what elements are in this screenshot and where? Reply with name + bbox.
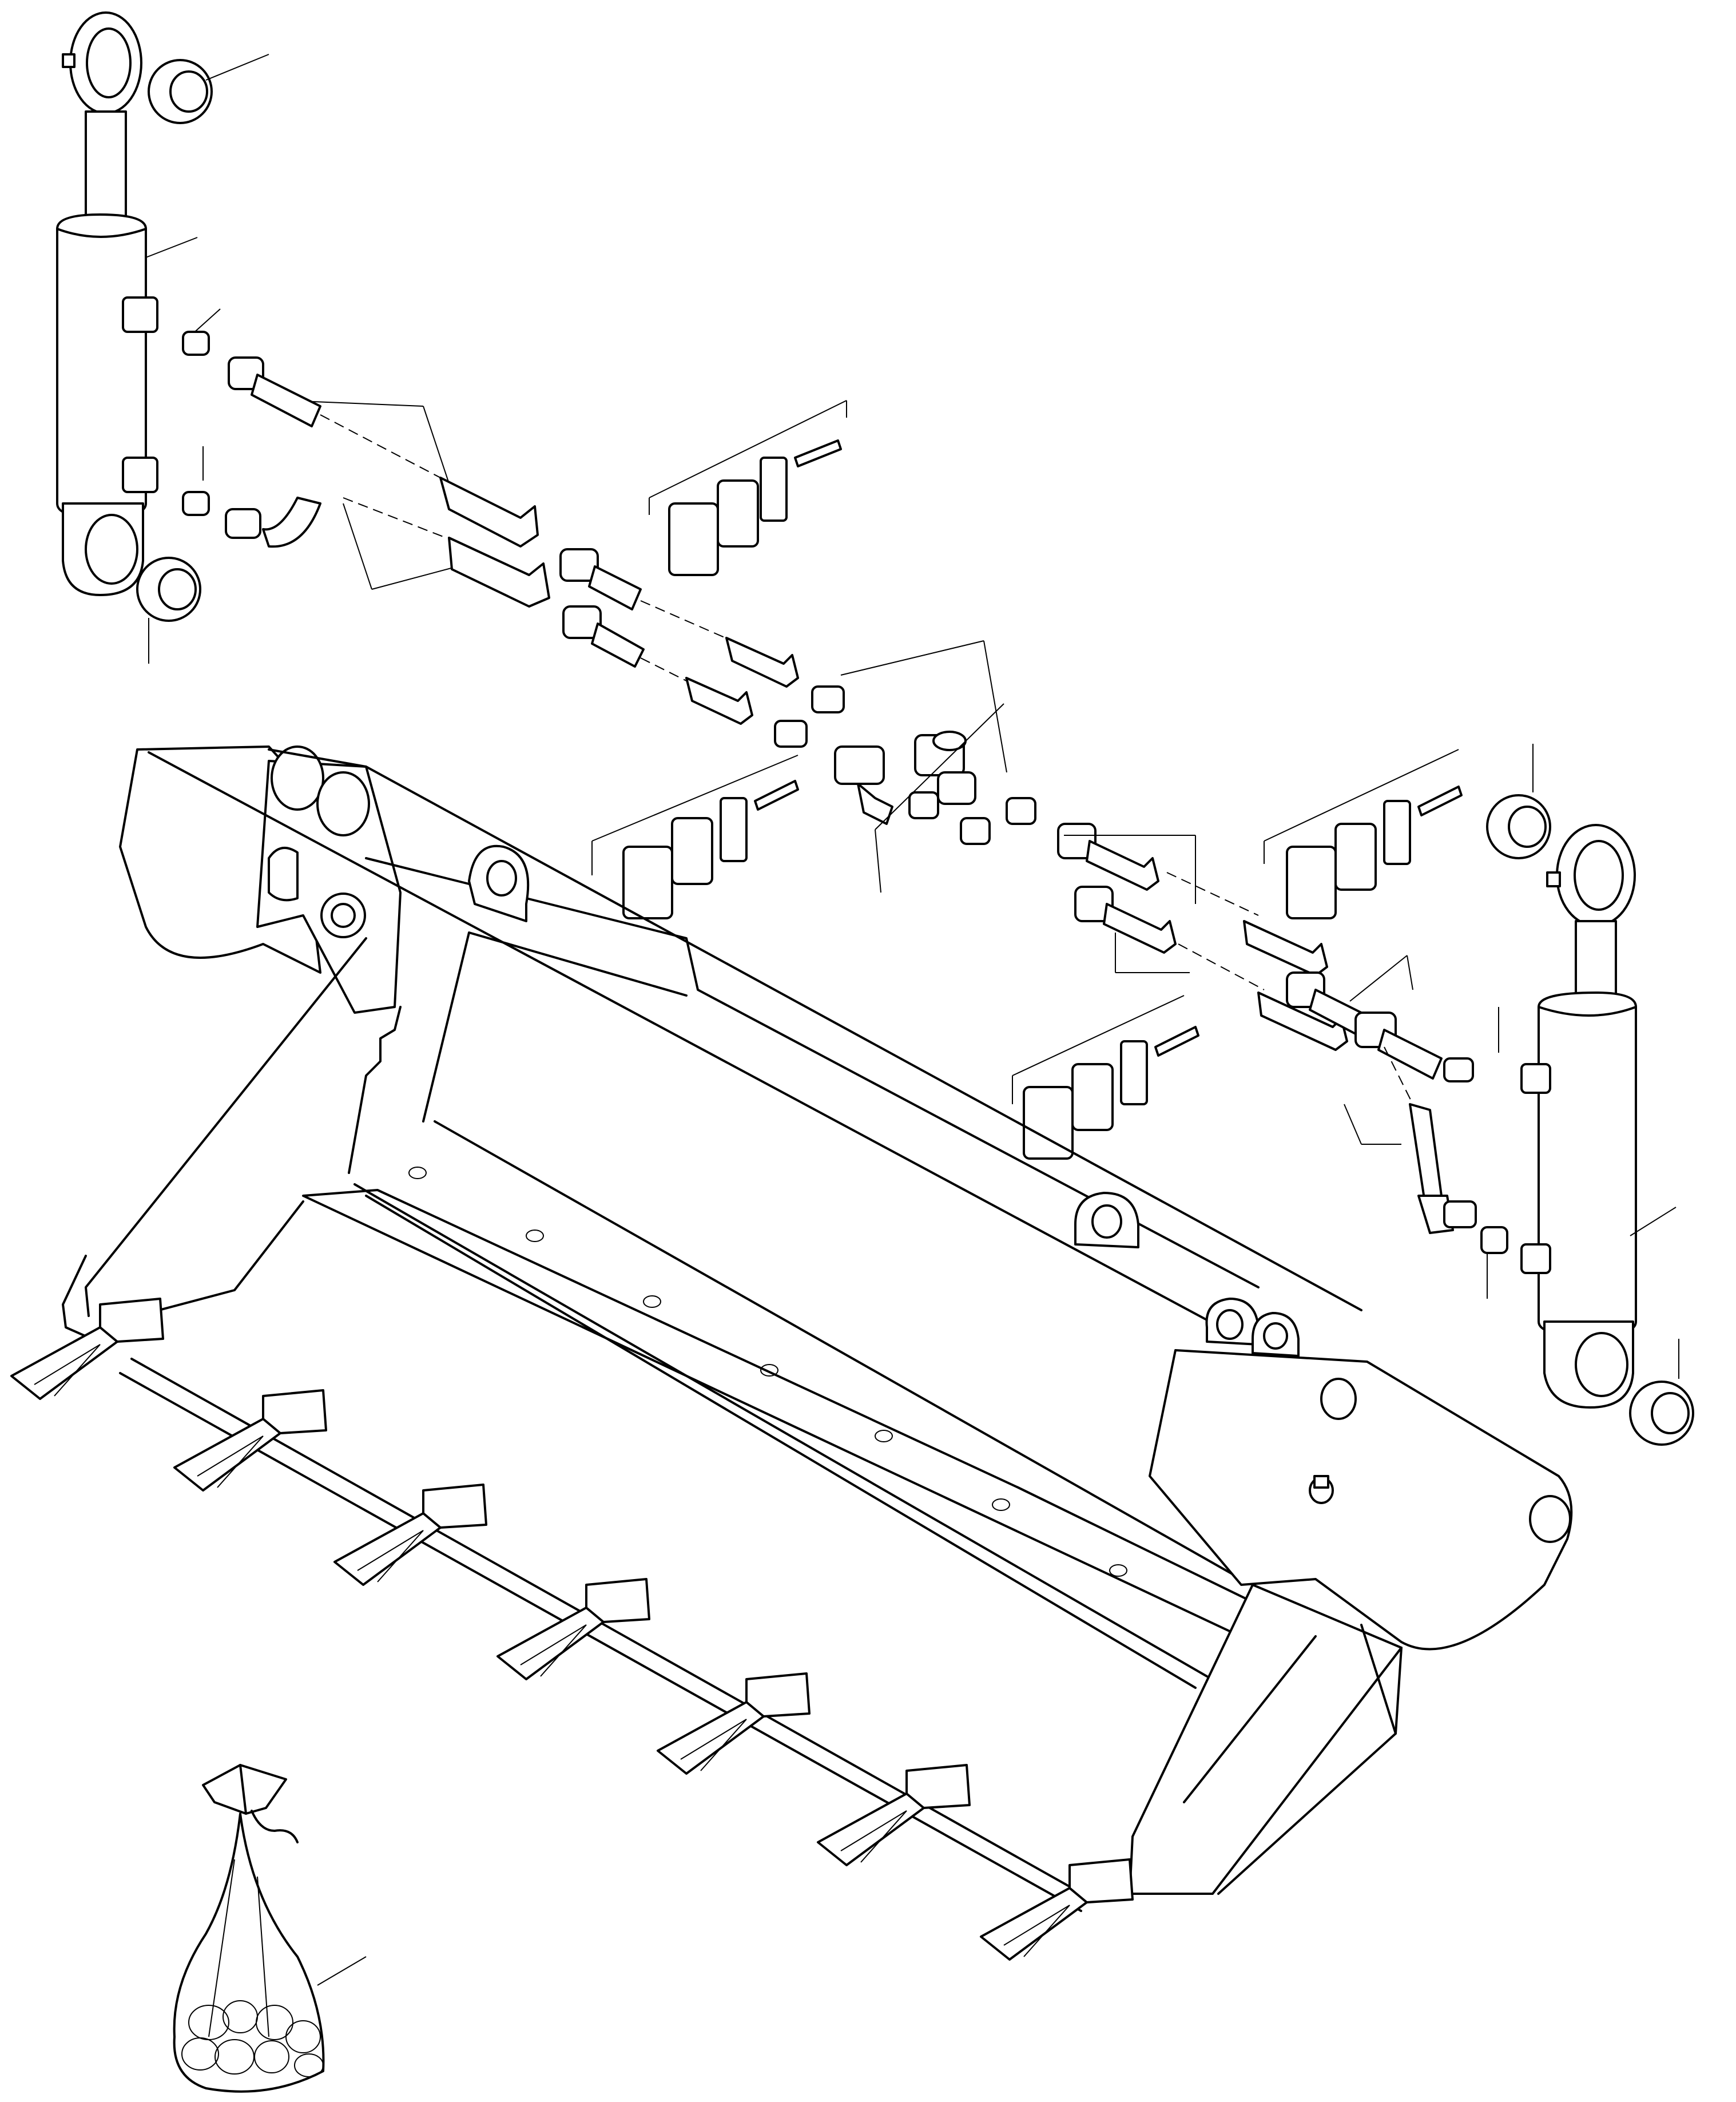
hose-line-left <box>320 414 645 668</box>
left-bushing-bottom <box>136 557 201 622</box>
pipe-clamp-right <box>1264 749 1463 919</box>
bucket-tooth <box>980 1858 1134 1961</box>
right-bushing-top <box>1486 744 1551 859</box>
left-bushing-top <box>148 59 213 124</box>
bucket-teeth <box>10 1298 1134 1961</box>
hose-line-middle <box>640 600 845 748</box>
bucket-tooth <box>10 1298 164 1400</box>
pipe-clamp-upper <box>649 400 847 576</box>
right-hydraulic-cylinder <box>1520 824 1677 1409</box>
bucket-tooth <box>333 1484 487 1586</box>
bucket-tooth <box>173 1389 327 1492</box>
right-bushing-bottom <box>1629 1339 1694 1446</box>
bucket-tooth <box>657 1672 811 1775</box>
pipe-clamp-lower <box>1012 995 1199 1160</box>
loader-bucket <box>62 745 1573 1912</box>
hose-line-right <box>908 791 1508 1299</box>
bucket-tooth <box>817 1764 971 1866</box>
hardware-bag <box>173 1764 367 2093</box>
pipe-clamp-middle <box>591 755 799 919</box>
bucket-tooth <box>496 1578 650 1680</box>
hose-fittings-upper-left <box>182 331 321 548</box>
left-hydraulic-cylinder <box>56 11 158 596</box>
tee-fittings <box>834 640 1007 893</box>
